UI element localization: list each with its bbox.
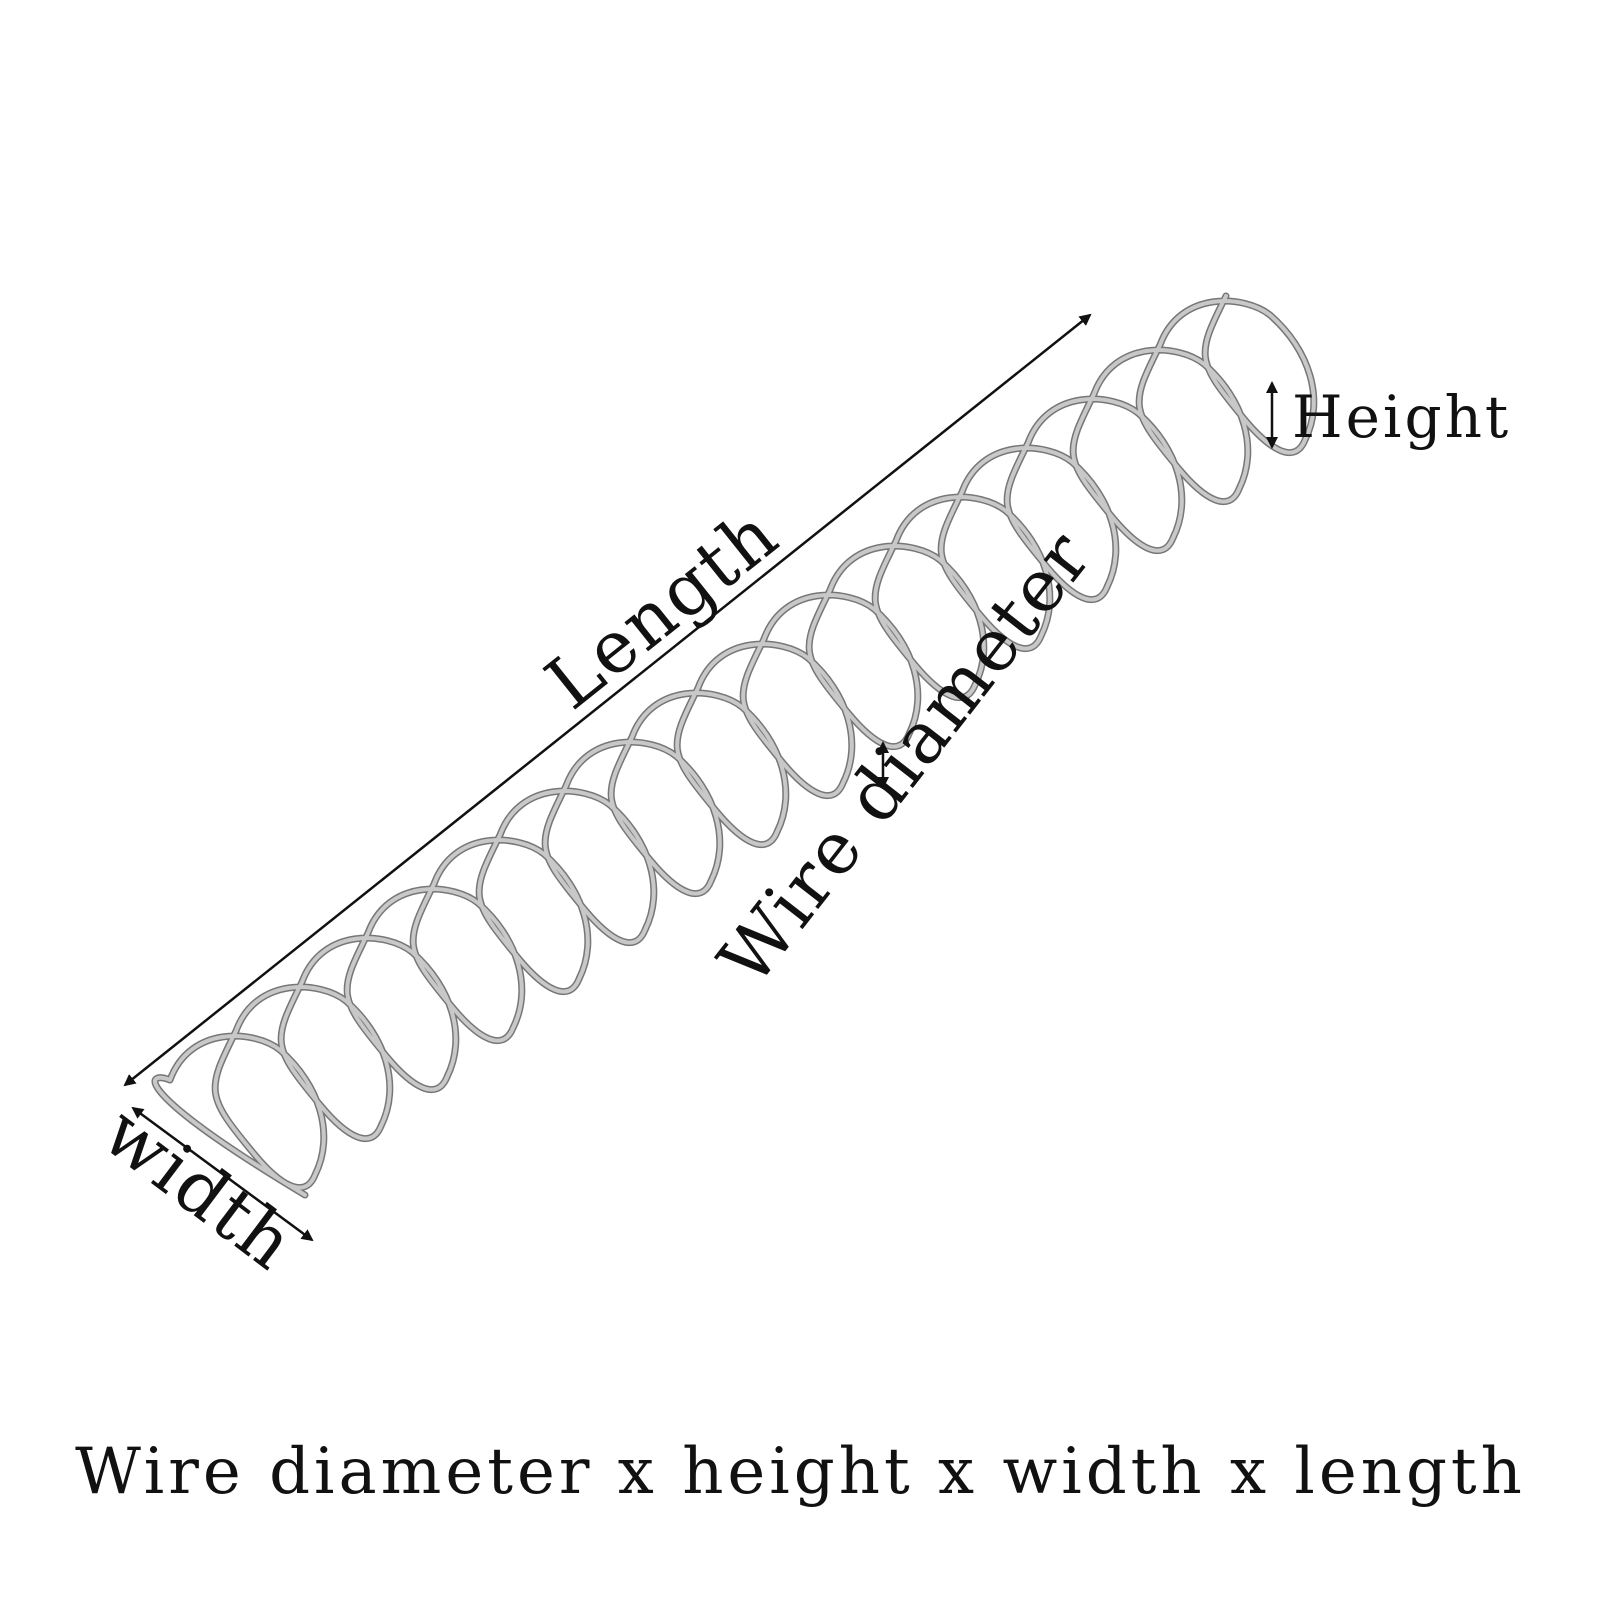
length-label: Length (530, 491, 794, 725)
wavy-spring (151, 292, 1318, 1199)
dimension-format-caption: Wire diameter x height x width x length (75, 1435, 1526, 1509)
width-label: width (88, 1089, 311, 1286)
length-arrow (123, 313, 1092, 1087)
width-arrow (131, 1106, 314, 1242)
spring-wire-outline (151, 292, 1318, 1199)
height-label: Height (1292, 383, 1511, 451)
spring-wire (153, 294, 1316, 1197)
wire-diameter-label: Wire diameter (702, 515, 1107, 1001)
